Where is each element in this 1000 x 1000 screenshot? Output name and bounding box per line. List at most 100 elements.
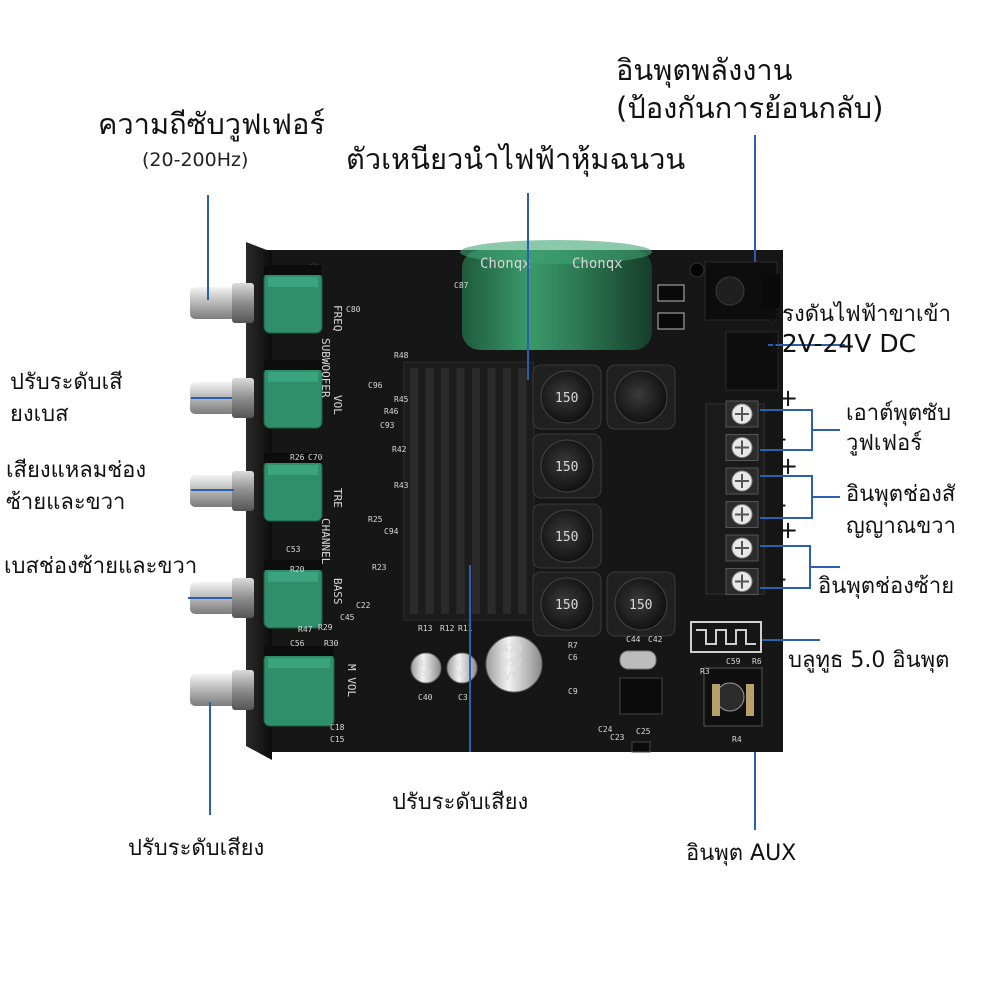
- label-volume-left: ปรับระดับเสียง: [128, 836, 265, 861]
- label-shielded-inductor: ตัวเหนียวนำไฟฟ้าหุ้มฉนวน: [346, 142, 686, 176]
- shielded-inductor: 150: [532, 433, 602, 499]
- heatsink-fin: [472, 368, 480, 614]
- silk-reference: R20: [290, 565, 305, 574]
- silk-reference: C24: [598, 725, 613, 734]
- silk-reference: R4: [732, 735, 742, 744]
- knob-nut: [232, 378, 254, 418]
- knob-nut: [232, 471, 254, 511]
- label-right-input-line2: ญญาณขวา: [846, 514, 956, 539]
- label-bass-lr: เบสช่องซ้ายและขวา: [4, 554, 198, 579]
- sign-left-plus: +: [778, 516, 799, 544]
- silk-reference: C96: [368, 381, 383, 390]
- silk-reference: R7: [568, 641, 578, 650]
- silk-reference: R13: [418, 624, 433, 633]
- shielded-inductor: [606, 364, 676, 430]
- terminal-screw: [725, 467, 759, 495]
- terminal-screw: [725, 534, 759, 562]
- heatsink-fin: [503, 368, 511, 614]
- label-input-voltage-line1: แรงดันไฟฟ้าขาเข้า: [768, 302, 951, 327]
- potentiometer: [190, 560, 323, 629]
- silk-reference: C18: [330, 723, 345, 732]
- silk-reference: C53: [286, 545, 301, 554]
- inductor-marking: 150: [629, 598, 652, 613]
- knob-shaft: [190, 287, 236, 319]
- inductor-marking: 150: [555, 460, 578, 475]
- silk-reference: R48: [394, 351, 409, 360]
- silk-reference: C42: [648, 635, 663, 644]
- dc-power-jack: [704, 261, 780, 321]
- shielded-inductor: 150: [606, 571, 676, 637]
- knob-nut: [232, 283, 254, 323]
- label-subwoofer-output-line1: เอาต์พุตซับ: [846, 401, 952, 426]
- capacitor-brand-left: Chonqx: [480, 256, 531, 272]
- heatsink-fin: [456, 368, 465, 614]
- sign-subwoofer-plus: +: [778, 384, 799, 412]
- potentiometer: [190, 360, 323, 429]
- capacitor-47uf-a: 47 35V: [410, 652, 442, 684]
- label-bluetooth-input: บลูทูธ 5.0 อินพุต: [788, 648, 950, 673]
- potentiometer-group: [190, 265, 335, 727]
- silk-reference: C22: [356, 601, 371, 610]
- label-aux-input: อินพุต AUX: [686, 841, 797, 866]
- speaker-terminal-block: [705, 400, 765, 595]
- inductor-marking: 150: [555, 598, 578, 613]
- silk-reference: C3: [458, 693, 468, 702]
- shielded-inductor: 150: [532, 571, 602, 637]
- silk-reference: R25: [368, 515, 383, 524]
- silk-reference: C40: [418, 693, 433, 702]
- cap470-line1: 470: [502, 642, 522, 655]
- knob-shaft: [190, 674, 236, 706]
- heatsink-fin: [441, 368, 449, 614]
- sign-right-plus: +: [778, 452, 799, 480]
- silk-reference: C80: [346, 305, 361, 314]
- bluetooth-antenna: [690, 621, 762, 653]
- terminal-screw: [725, 434, 759, 461]
- silk-reference: C87: [454, 281, 469, 290]
- knob-nut: [232, 578, 254, 618]
- silk-tre: TRE: [331, 488, 344, 508]
- silk-subwoofer: SUBWOOFER: [319, 338, 332, 398]
- sign-right-minus: -: [778, 490, 787, 518]
- label-treble-line2: ซ้ายและขวา: [6, 490, 126, 515]
- silk-reference: R11: [458, 624, 473, 633]
- silk-reference: R29: [318, 623, 333, 632]
- terminal-screw: [725, 400, 759, 428]
- silk-reference: R23: [372, 563, 387, 572]
- cap470-line2: 35V: [502, 656, 522, 669]
- terminal-screw: [725, 568, 759, 595]
- label-volume-center: ปรับระดับเสียง: [392, 790, 529, 815]
- silk-mvol: M VOL: [345, 664, 358, 697]
- cap47b-line2: 35V: [453, 669, 468, 678]
- label-treble-line1: เสียงแหลมช่อง: [6, 458, 147, 483]
- label-subwoofer-output-line2: วูฟเฟอร์: [846, 431, 923, 456]
- silk-reference: C23: [610, 733, 625, 742]
- heatsink-fin: [518, 368, 527, 614]
- inductor-marking: 150: [555, 391, 578, 406]
- sign-subwoofer-minus: -: [778, 424, 787, 452]
- label-power-input-line1: อินพุตพลังงาน: [616, 53, 793, 87]
- silk-channel: CHANNEL: [319, 518, 332, 565]
- silk-reference: R45: [394, 395, 409, 404]
- label-bass-level-line2: ยงเบส: [10, 402, 69, 427]
- label-subwoofer-freq: ความถีซับวูฟเฟอร์: [98, 107, 325, 141]
- silk-reference: C94: [384, 527, 399, 536]
- leader-lines: [188, 135, 845, 830]
- silk-vol: VOL: [331, 395, 344, 415]
- silk-reference: C70: [308, 453, 323, 462]
- silk-reference: R46: [384, 407, 399, 416]
- knob-nut: [232, 670, 254, 710]
- silk-reference: C6: [568, 653, 578, 662]
- silk-reference: R6: [752, 657, 762, 666]
- silk-freq: FREQ: [331, 305, 344, 332]
- label-left-input: อินพุตช่องซ้าย: [818, 574, 955, 599]
- heatsink-fin: [425, 368, 434, 614]
- silk-reference: R30: [324, 639, 339, 648]
- shielded-inductor: 150: [532, 503, 602, 569]
- silk-reference: R3: [700, 667, 710, 676]
- cap470-line3: VT: [504, 670, 518, 683]
- cap47a-line1: 47: [419, 659, 429, 668]
- silk-reference: C9: [568, 687, 578, 696]
- cap47b-line1: 47: [455, 659, 465, 668]
